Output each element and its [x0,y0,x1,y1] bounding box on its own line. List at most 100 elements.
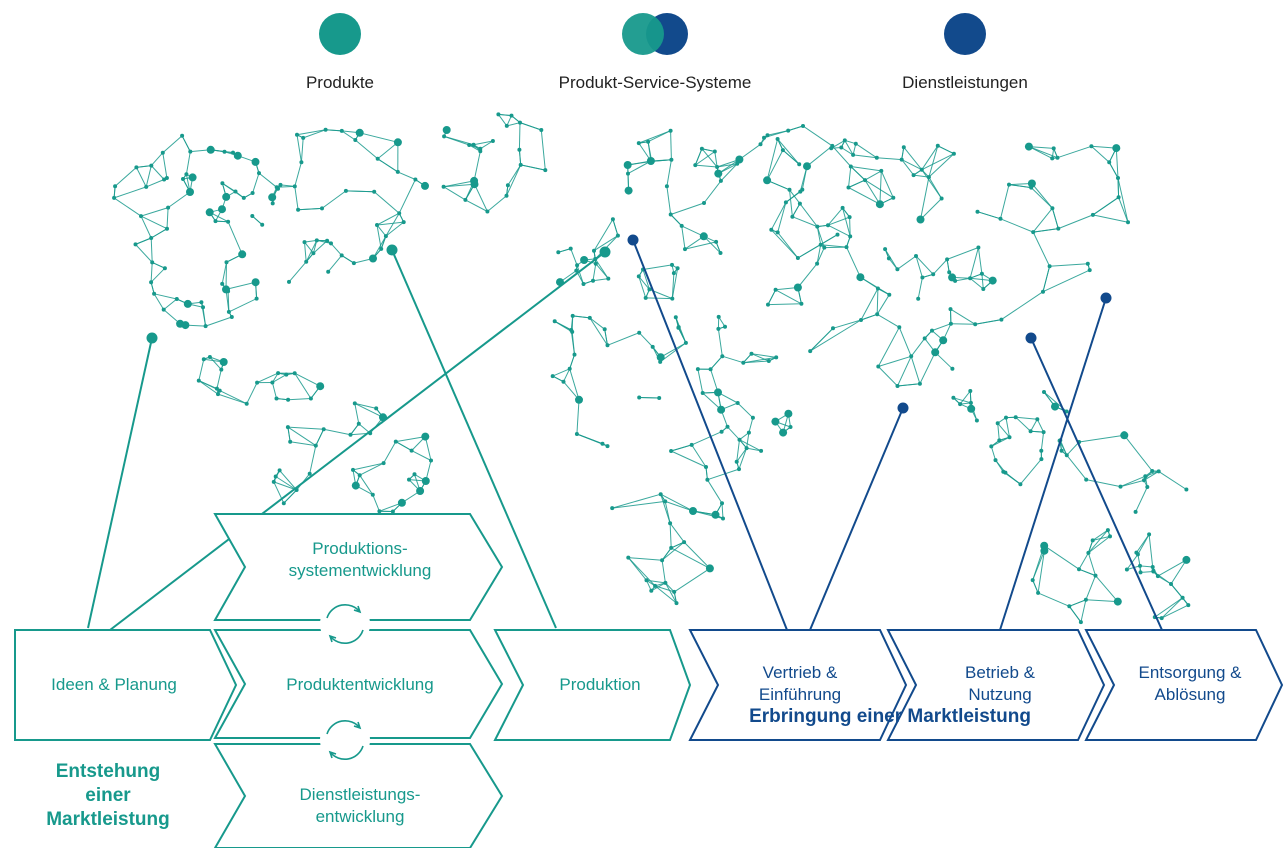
map-edge [642,264,673,270]
map-edge [1092,196,1119,216]
map-node [351,481,360,490]
map-node [1150,469,1155,473]
map-node [668,521,673,526]
map-edge [1000,218,1034,233]
map-edge [701,148,715,152]
map-edge [809,327,834,352]
map-edge [1117,177,1120,198]
map-edge [1030,430,1044,433]
map-node [704,465,708,469]
phase-disposal-shape [1084,629,1284,741]
map-node [441,184,446,189]
map-edge [654,585,675,593]
map-edge [1068,606,1082,623]
map-node [201,357,206,362]
map-node [998,216,1003,221]
map-node [271,479,276,484]
map-node [292,371,297,376]
map-node [355,128,364,137]
map-edge [1092,529,1109,541]
map-node [656,353,665,362]
map-edge [554,320,572,331]
map-edge [789,189,793,217]
map-edge [877,366,898,387]
map-edge [997,422,1010,438]
map-edge [898,327,912,357]
map-edge [518,122,521,150]
map-edge [1040,432,1045,451]
map-edge [217,393,247,405]
map-node [222,149,227,154]
map-node [803,162,811,171]
map-edge [1001,291,1044,321]
map-edge [1033,228,1059,233]
map-node [550,374,555,379]
map-node [605,343,610,348]
map-node [395,169,400,174]
map-edge [1020,458,1042,485]
map-node [758,142,763,147]
map-edge [552,375,564,383]
map-edge [385,212,400,237]
map-node [1078,620,1083,625]
map-node [840,205,845,210]
map-edge [140,215,152,239]
map-edge [304,239,317,243]
map-edge [876,294,890,315]
map-edge [850,166,866,181]
map-edge [272,374,287,383]
map-node [682,540,687,545]
map-node [605,444,610,449]
map-node [321,427,326,432]
map-edge [216,369,222,389]
map-node [1089,144,1094,149]
map-node [152,291,157,296]
map-node [203,324,208,329]
map-node [829,146,834,151]
map-node [951,151,956,156]
map-node [939,336,948,345]
cycle-arrows-icon [320,715,370,765]
map-edge [1143,470,1159,481]
map-node [1090,212,1095,217]
map-edge [855,143,878,159]
map-edge [330,243,343,256]
map-edge [473,140,493,146]
map-node [561,379,566,384]
map-edge [593,235,619,252]
map-node [575,395,583,404]
map-node [801,124,805,128]
map-edge [850,166,882,172]
map-edge [903,146,923,171]
map-edge [789,189,801,204]
map-node [343,188,348,193]
map-node [672,589,677,594]
map-edge [246,382,258,404]
phase-production-shape [493,629,692,741]
map-node [188,173,197,182]
map-node [995,421,1000,426]
map-edge [997,423,1000,441]
map-node [260,222,265,227]
map-node [1029,185,1034,190]
map-edge [222,182,245,199]
map-node [413,177,418,182]
map-node [744,446,749,451]
map-edge [145,165,152,188]
map-node [580,256,589,264]
map-edge [878,355,912,367]
map-node [442,134,447,139]
map-edge [576,399,580,435]
map-node [556,250,561,255]
map-edge [977,211,1001,220]
map-edge [820,244,847,248]
map-edge [572,315,590,319]
map-node [1180,595,1185,600]
map-node [975,209,980,214]
map-edge [376,224,387,237]
map-edge [1037,550,1045,593]
map-node [1142,478,1146,483]
map-edge [294,372,312,399]
map-edge [950,308,976,325]
